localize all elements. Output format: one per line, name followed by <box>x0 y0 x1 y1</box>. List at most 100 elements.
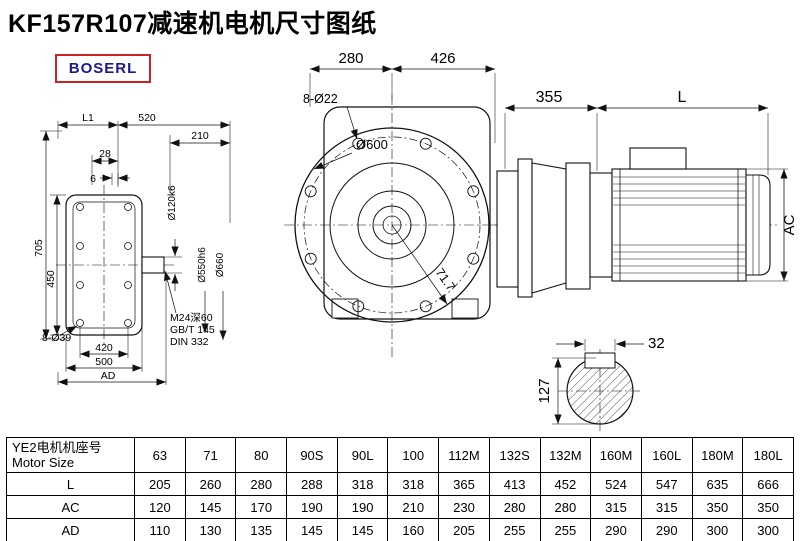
dim-210-label: 210 <box>191 130 209 142</box>
dim-value-cell: 365 <box>438 472 490 496</box>
motor-size-header-en: Motor Size <box>12 455 75 470</box>
dim-value-cell: 666 <box>742 472 794 496</box>
dim-705-label: 705 <box>33 239 45 257</box>
dimension-table: YE2电机机座号 Motor Size 63 71 80 90S 90L 100… <box>6 437 794 541</box>
dim-value-cell: 170 <box>235 495 288 519</box>
dim-355-label: 355 <box>536 89 563 106</box>
dim-450-label: 450 <box>45 270 57 288</box>
dim-value-cell: 290 <box>640 518 693 541</box>
dim-value-cell: 635 <box>691 472 744 496</box>
adapter-flange <box>517 158 533 298</box>
dim-500-label: 500 <box>95 356 113 368</box>
row-label-AC: AC <box>6 495 135 519</box>
dim-L-label: L <box>678 89 687 106</box>
shaft-section-dimensions <box>552 339 644 425</box>
dim-value-cell: 350 <box>742 495 794 519</box>
slant-dim-line <box>391 224 448 305</box>
motor-size-col-header: 80 <box>235 437 288 473</box>
row-label-L: L <box>6 472 135 496</box>
dim-value-cell: 452 <box>539 472 592 496</box>
table-header-row: YE2电机机座号 Motor Size 63 71 80 90S 90L 100… <box>6 437 794 473</box>
dim-value-cell: 145 <box>286 518 338 541</box>
dim-value-cell: 205 <box>438 518 490 541</box>
bolt-callout-8-d22-label: 8-Ø22 <box>303 92 338 106</box>
dim-value-cell: 547 <box>640 472 693 496</box>
output-bolt-holes <box>76 203 132 327</box>
dim-value-cell: 190 <box>286 495 338 519</box>
fan-cover <box>745 174 771 276</box>
motor-body <box>611 168 747 282</box>
bell-housing-cone <box>531 162 567 294</box>
motor-flange <box>565 162 591 290</box>
dimension-drawing: 280 426 8-Ø22 Ø600 71.7 <box>33 50 798 433</box>
dim-value-cell: 255 <box>488 518 541 541</box>
dim-value-cell: 318 <box>336 472 389 496</box>
dim-value-cell: 524 <box>590 472 642 496</box>
motor-fins <box>613 169 745 281</box>
front-foot-left <box>331 298 359 319</box>
flange-bolt-holes <box>304 137 480 313</box>
side-view-dimensions <box>504 104 788 282</box>
dim-280-label: 280 <box>338 50 363 67</box>
motor-size-col-header: 132S <box>488 437 541 473</box>
dim-value-cell: 290 <box>590 518 642 541</box>
dim-value-cell: 350 <box>691 495 744 519</box>
motor-size-col-header: 100 <box>387 437 440 473</box>
motor-size-col-header: 90S <box>286 437 338 473</box>
gear-housing-back <box>496 170 519 288</box>
row-label-AD: AD <box>6 518 135 541</box>
fan-cover-slits <box>752 175 760 275</box>
motor-size-col-header: 160M <box>590 437 642 473</box>
dim-L1-label: L1 <box>82 112 94 124</box>
dim-value-cell: 145 <box>184 495 237 519</box>
output-shaft <box>141 256 165 274</box>
terminal-box <box>629 147 687 170</box>
motor-size-header-cn: YE2电机机座号 <box>12 440 102 455</box>
motor-size-col-header: 180M <box>691 437 744 473</box>
dim-value-cell: 255 <box>539 518 592 541</box>
flange-dia-660-label: Ø660 <box>215 252 226 277</box>
boserl-logo: BOSERL <box>55 54 151 83</box>
motor-size-col-header: 90L <box>336 437 389 473</box>
shaft-section-view: 32 127 <box>536 335 665 433</box>
motor-size-col-header: 132M <box>539 437 592 473</box>
dim-value-cell: 160 <box>387 518 440 541</box>
dim-value-cell: 300 <box>691 518 744 541</box>
front-view: 280 426 8-Ø22 Ø600 71.7 <box>284 50 500 357</box>
dim-value-cell: 120 <box>134 495 186 519</box>
dim-value-cell: 318 <box>387 472 440 496</box>
dim-value-cell: 205 <box>134 472 186 496</box>
dim-value-cell: 130 <box>184 518 237 541</box>
dim-value-cell: 288 <box>286 472 338 496</box>
spigot-dia-label: Ø550h6 <box>197 247 208 283</box>
keyway <box>584 352 616 369</box>
dim-420-label: 420 <box>95 342 113 354</box>
dim-value-cell: 210 <box>387 495 440 519</box>
boserl-logo-text: BOSERL <box>68 60 138 77</box>
side-view: 355 L AC <box>492 89 798 298</box>
dim-426-label: 426 <box>430 50 455 67</box>
motor-size-col-header: 71 <box>184 437 237 473</box>
table-row-AC: AC 120 145 170 190 190 210 230 280 280 3… <box>6 495 794 519</box>
dim-value-cell: 280 <box>235 472 288 496</box>
spigot-circle <box>329 162 455 288</box>
hub-circle <box>357 190 427 260</box>
flange-dia-600-label: Ø600 <box>356 137 388 152</box>
dim-value-cell: 190 <box>336 495 389 519</box>
bolt-circle <box>303 136 481 314</box>
dim-value-cell: 315 <box>590 495 642 519</box>
std-gb-label: GB/T 145 <box>170 324 215 336</box>
front-foot-right <box>451 298 479 319</box>
motor-size-header: YE2电机机座号 Motor Size <box>6 437 135 473</box>
section-dia-label: 127 <box>536 378 553 403</box>
dim-AD-label: AD <box>101 370 116 382</box>
output-view: L1 520 210 28 6 705 450 8-Ø39 420 500 AD… <box>33 112 231 386</box>
output-view-dimensions <box>40 121 231 386</box>
dim-520-label: 520 <box>138 112 156 124</box>
key-width-label: 32 <box>648 335 665 352</box>
dim-value-cell: 230 <box>438 495 490 519</box>
dim-value-cell: 300 <box>742 518 794 541</box>
table-row-L: L 205 260 280 288 318 318 365 413 452 52… <box>6 472 794 496</box>
bore-circle <box>372 205 412 245</box>
